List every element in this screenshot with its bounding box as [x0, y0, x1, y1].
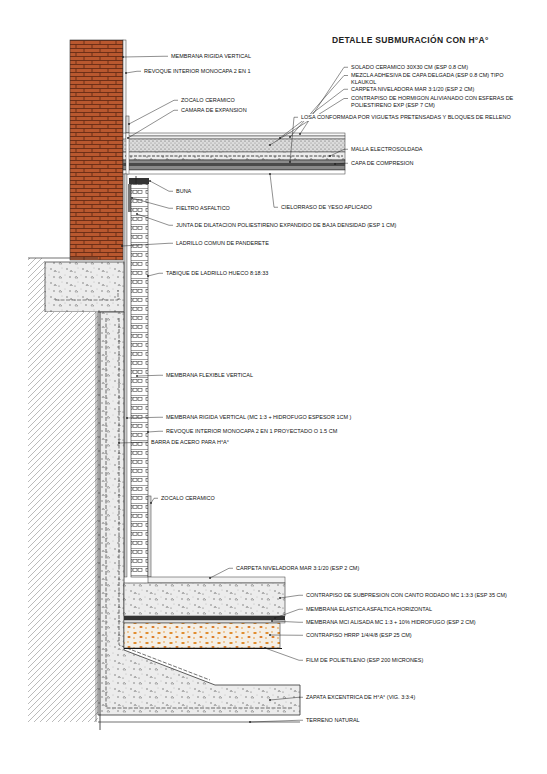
leader-line [119, 442, 148, 444]
leader-line [137, 214, 173, 225]
leader-line [150, 181, 173, 191]
leader-line [270, 174, 278, 207]
callout-label: CONTRAPISO HRRP 1/4/4/8 (ESP 25 CM) [305, 632, 413, 639]
leader-line [330, 149, 348, 156]
leader-line [250, 720, 303, 722]
leader-line [275, 609, 303, 618]
leader-line [127, 417, 163, 419]
leader-dot [149, 180, 151, 182]
leader-dot [334, 163, 336, 165]
callout-label: ZAPATA EXCENTRICA DE H°A° (VIG. 3:3:4) [305, 694, 416, 701]
leader-dot [122, 56, 124, 58]
leader-dot [127, 137, 129, 139]
leader-dot [249, 721, 251, 723]
leader-dot [269, 144, 271, 146]
leader-dot [131, 197, 133, 199]
leader-dot [147, 431, 149, 433]
callout-label: FIELTRO ASFALTICO [175, 205, 231, 212]
leader-dot [136, 213, 138, 215]
callout-label: TABIQUE DE LADRILLO HUECO 8:18:33 [165, 270, 269, 277]
leader-dot [329, 155, 331, 157]
leader-dot [269, 173, 271, 175]
leader-dot [136, 375, 138, 377]
leader-line [290, 117, 298, 162]
leader-dot [209, 577, 211, 579]
callout-label: MEMBRANA ELASTICA ASFALTICA HORIZONTAL [305, 606, 433, 613]
callout-label: REVOQUE INTERIOR MONOCAPA 2 EN 1 [143, 68, 252, 75]
leader-dot [269, 699, 271, 701]
leader-dot [125, 72, 127, 74]
leader-line [272, 621, 303, 622]
leader-dot [299, 133, 301, 135]
leader-dot [126, 417, 128, 419]
leader-line [123, 56, 168, 58]
leader-line [290, 76, 348, 138]
drawing-title: DETALLE SUBMURACIÓN CON H°A° [332, 35, 489, 45]
leader-dot [147, 275, 149, 277]
leader-line [151, 498, 158, 503]
callout-label: CAPA DE COMPRESION [350, 160, 415, 167]
leader-line [148, 273, 163, 276]
leader-dot [274, 617, 276, 619]
leader-line [132, 198, 173, 208]
callout-label: SOLADO CERAMICO 30X30 CM (ESP 0.8 CM) [350, 64, 469, 71]
leader-dot [264, 647, 266, 649]
callout-label: CONTRAPISO DE SUBPRESION CON CANTO RODAD… [305, 592, 508, 599]
callout-label: ZOCALO CERAMICO [180, 97, 236, 104]
callout-label: MALLA ELECTROSOLDADA [350, 146, 424, 153]
callout-label: MEZCLA ADHESIVA DE CAPA DELGADA (ESP 0.8… [350, 72, 522, 85]
callout-label: LOSA CONFORMADA POR VIGUETAS PRETENSADAS… [300, 114, 542, 121]
leader-dot [279, 597, 281, 599]
callout-label: JUNTA DE DILATACION POLIESTIRENO EXPANDI… [175, 222, 397, 229]
leader-line [148, 431, 163, 433]
callout-label: MEMBRANA RIGIDA VERTICAL (MC 1:3 + HIDRO… [165, 414, 352, 421]
leader-line [128, 110, 178, 138]
callout-label: ZOCALO CERAMICO [160, 495, 216, 502]
leader-line [126, 71, 141, 73]
leader-line [265, 648, 303, 660]
callout-label: CAMARA DE EXPANSION [180, 107, 248, 114]
leader-dot [269, 634, 271, 636]
leader-line [280, 595, 303, 598]
callout-label: BUNA [175, 188, 192, 195]
callout-label: REVOQUE INTERIOR MONOCAPA 2 EN 1 PROYECT… [165, 428, 338, 435]
callout-label: MEMBRANA MCI ALISADA MC 1:3 + 10% HIDROF… [305, 619, 477, 626]
leader-dot [150, 502, 152, 504]
callout-label: BARRA DE ACERO PARA H°A° [150, 439, 230, 446]
callout-label: CONTRAPISO DE HORMIGON ALIVIANADO CON ES… [350, 95, 537, 108]
callout-label: CIELORRASO DE YESO APLICADO [280, 204, 373, 211]
callout-label: CARPETA NIVELADORA MAR 3:1/20 (ESP 2 CM) [350, 86, 475, 93]
leader-dot [121, 245, 123, 247]
leader-line [137, 375, 163, 377]
leader-line [122, 243, 173, 246]
leader-dot [128, 123, 130, 125]
leader-line [270, 697, 303, 700]
callout-label: LADRILLO COMUN DE PANDERETE [175, 240, 270, 247]
leader-line [210, 568, 233, 578]
leader-dot [289, 161, 291, 163]
callout-label: MEMBRANA RIGIDA VERTICAL [170, 53, 252, 60]
leader-dot [279, 137, 281, 139]
leader-line [270, 635, 303, 636]
leader-dot [118, 442, 120, 444]
callout-label: CARPETA NIVELADORA MAR 3:1/20 (ESP 2 CM) [235, 565, 360, 572]
callout-label: FILM DE POLIETILENO (ESP 200 MICRONES) [305, 657, 424, 664]
leader-dot [289, 136, 291, 138]
callout-label: MEMBRANA FLEXIBLE VERTICAL [165, 372, 254, 379]
leader-line [335, 163, 348, 165]
callout-label: TERRENO NATURAL [305, 717, 361, 724]
leader-line [270, 99, 348, 146]
leader-dot [271, 620, 273, 622]
